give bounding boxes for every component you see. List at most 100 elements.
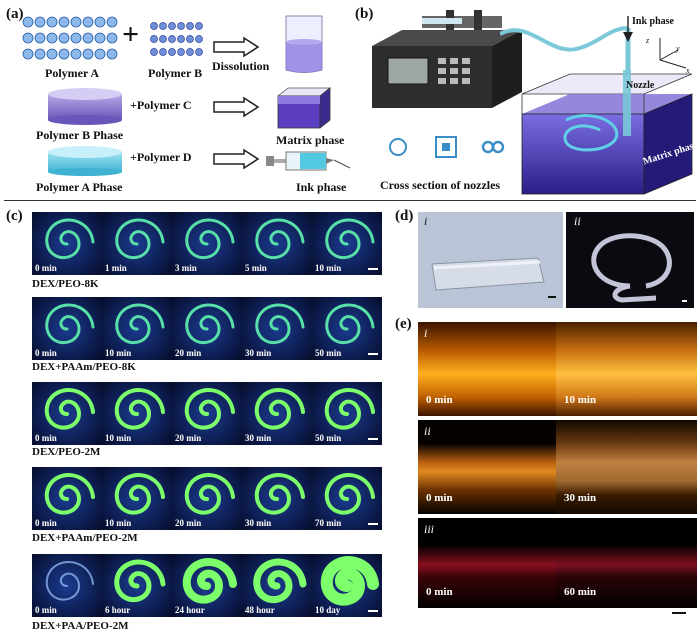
panel-c-tile: 0 min — [32, 554, 102, 617]
panel-c-tile: 24 hour — [172, 554, 242, 617]
tile-time-label: 48 hour — [245, 605, 275, 615]
tile-time-label: 30 min — [245, 348, 272, 358]
tile-time-label: 10 day — [315, 605, 341, 615]
panel-c-tile: 10 day — [312, 554, 382, 617]
panel-c-row-label: DEX/PEO-2M — [32, 446, 101, 458]
tile-time-label: 50 min — [315, 433, 342, 443]
scale-bar — [368, 268, 378, 270]
plus-sign: + — [122, 18, 140, 51]
panel-c-tile: 10 min — [102, 297, 172, 360]
panel-c-tile: 10 min — [312, 212, 382, 275]
arrow-c-icon — [213, 96, 260, 118]
polymer-b-phase-disc — [48, 88, 122, 125]
panel-c-tile: 5 min — [242, 212, 312, 275]
panel-a-label: (a) — [6, 6, 24, 22]
tile-time-label: 0 min — [35, 433, 57, 443]
arrow-dissolution-icon — [213, 36, 260, 58]
photo-d-ii: ii — [566, 212, 694, 308]
panel-e-roman: ii — [424, 424, 431, 438]
tile-time-label: 24 hour — [175, 605, 205, 615]
arrow-d-icon — [213, 148, 260, 170]
dissolution-label: Dissolution — [212, 59, 270, 73]
tile-time-label: 70 min — [315, 518, 342, 528]
panel-c-tile: 30 min — [242, 297, 312, 360]
syringe-icon — [266, 151, 351, 171]
plus-polymer-c-label: +Polymer C — [130, 98, 192, 112]
ink-phase-label-b: Ink phase — [632, 16, 674, 27]
panel-e-image: 30 min — [556, 420, 697, 514]
panel-c-tile: 6 hour — [102, 554, 172, 617]
beaker-icon — [285, 15, 323, 73]
cross-section-label: Cross section of nozzles — [380, 178, 501, 192]
plus-polymer-d-label: +Polymer D — [130, 150, 192, 164]
tile-time-label: 10 min — [105, 433, 132, 443]
panel-e-image: 10 min — [556, 322, 697, 416]
panel-c-tile: 10 min — [102, 382, 172, 445]
tile-time-label: 6 hour — [105, 605, 131, 615]
tile-time-label: 0 min — [35, 605, 57, 615]
panel-c-tile: 70 min — [312, 467, 382, 530]
panel-c-tile: 1 min — [102, 212, 172, 275]
syringe-pump-icon — [372, 10, 522, 108]
polymer-a-phase-disc — [48, 146, 122, 176]
panel-c-tile: 0 min — [32, 467, 102, 530]
scale-bar — [368, 523, 378, 525]
panel-e-time-label: 0 min — [426, 394, 453, 406]
matrix-box-icon — [276, 87, 332, 129]
ink-arrow-icon — [623, 16, 633, 42]
panel-e-time-label: 0 min — [426, 492, 453, 504]
panel-e-label: (e) — [395, 316, 412, 332]
panel-c-row-label: DEX/PEO-8K — [32, 278, 99, 290]
panel-c-tile: 10 min — [102, 467, 172, 530]
panel-c-tile: 48 hour — [242, 554, 312, 617]
panel-c-row-label: DEX+PAA/PEO-2M — [32, 620, 129, 632]
panel-c-tile: 50 min — [312, 382, 382, 445]
tile-time-label: 20 min — [175, 348, 202, 358]
divider — [4, 200, 696, 201]
axes-icon — [659, 38, 687, 69]
panel-e-time-label: 0 min — [426, 586, 453, 598]
panel-e-roman: iii — [424, 522, 435, 536]
panel-e-roman: i — [424, 326, 428, 340]
axis-y: y — [676, 44, 680, 53]
polymer-b-phase-label: Polymer B Phase — [36, 128, 124, 142]
scale-bar — [368, 610, 378, 612]
tile-time-label: 0 min — [35, 348, 57, 358]
panel-c-label: (c) — [6, 208, 23, 224]
panel-c-tile: 3 min — [172, 212, 242, 275]
tile-time-label: 10 min — [105, 518, 132, 528]
scale-bar — [368, 438, 378, 440]
panel-c-tile: 0 min — [32, 382, 102, 445]
matrix-phase-label: Matrix phase — [276, 133, 345, 147]
panel-c-tile: 0 min — [32, 212, 102, 275]
tile-time-label: 10 min — [105, 348, 132, 358]
polymer-a-phase-label: Polymer A Phase — [36, 180, 123, 194]
tile-time-label: 0 min — [35, 263, 57, 273]
polymer-a-label: Polymer A — [45, 66, 100, 80]
tile-time-label: 20 min — [175, 518, 202, 528]
panel-c-tile: 20 min — [172, 467, 242, 530]
tile-time-label: 0 min — [35, 518, 57, 528]
tile-time-label: 10 min — [315, 263, 342, 273]
polymer-a-chains — [22, 16, 118, 60]
panel-e-image: i 0 min — [418, 322, 559, 416]
axis-z: z — [646, 36, 650, 45]
axis-x: x — [686, 66, 690, 75]
panel-c-tile: 0 min — [32, 297, 102, 360]
scale-bar — [368, 353, 378, 355]
square-nozzle-icon — [435, 136, 457, 158]
matrix-tank-icon — [521, 70, 693, 195]
scale-bar-e — [672, 612, 686, 614]
d-i-label: i — [424, 214, 428, 228]
panel-c-tile: 30 min — [242, 467, 312, 530]
panel-c-row-label: DEX+PAAm/PEO-8K — [32, 361, 136, 373]
panel-b-label: (b) — [355, 6, 374, 22]
tile-time-label: 30 min — [245, 518, 272, 528]
panel-e-time-label: 30 min — [564, 492, 597, 504]
nozzle-cross-sections — [389, 136, 505, 158]
double-nozzle-icon — [481, 140, 495, 154]
polymer-b-chains — [150, 22, 203, 56]
ink-phase-label-a: Ink phase — [296, 180, 347, 194]
tile-time-label: 30 min — [245, 433, 272, 443]
panel-e-time-label: 60 min — [564, 586, 597, 598]
